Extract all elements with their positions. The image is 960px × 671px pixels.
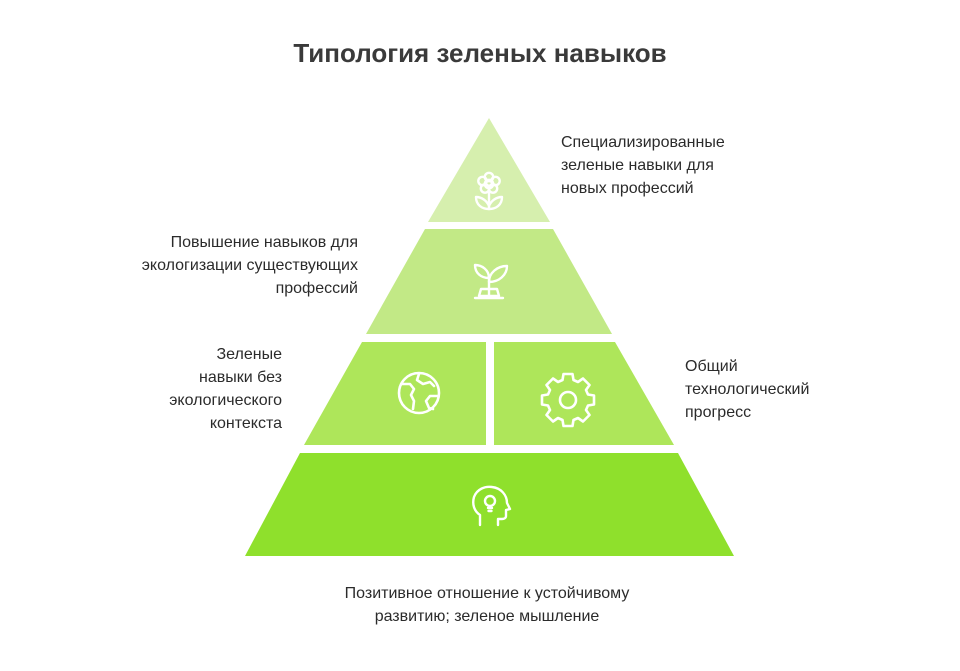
tier-tech-progress [494, 342, 674, 445]
label-line: навыки без [199, 369, 282, 386]
label-line: зеленые навыки для [561, 157, 714, 174]
label-tech-progress: Общий технологический прогресс [685, 355, 809, 424]
label-line: Зеленые [216, 346, 283, 363]
flower-icon [474, 171, 504, 211]
tier-specialized [428, 118, 550, 222]
label-line: Специализированные [561, 134, 725, 151]
label-mindset: Позитивное отношение к устойчивому разви… [300, 582, 674, 628]
label-line: прогресс [685, 404, 752, 421]
label-line: Повышение навыков для [170, 234, 358, 251]
label-generic: Зеленые навыки без экологического контек… [169, 343, 282, 435]
diagram-title: Типология зеленых навыков [293, 38, 667, 68]
tier-mindset [245, 453, 734, 556]
label-line: технологический [685, 381, 810, 398]
gear-icon [540, 372, 596, 428]
label-line: экологизации существующих [141, 257, 358, 274]
tier-generic [304, 342, 486, 445]
label-upskilling: Повышение навыков для экологизации сущес… [142, 231, 358, 300]
label-line: экологического [169, 392, 282, 409]
head-bulb-icon [472, 485, 512, 527]
label-line: Позитивное отношение к устойчивому [344, 585, 630, 602]
label-line: профессий [275, 280, 358, 297]
label-line: развитию; зеленое мышление [374, 608, 600, 625]
label-line: контекста [209, 415, 282, 432]
label-specialized: Специализированные зеленые навыки для но… [561, 131, 725, 200]
label-line: Общий [685, 358, 738, 375]
globe-icon [397, 371, 441, 415]
sprout-icon [473, 263, 509, 300]
label-line: новых профессий [561, 180, 694, 197]
